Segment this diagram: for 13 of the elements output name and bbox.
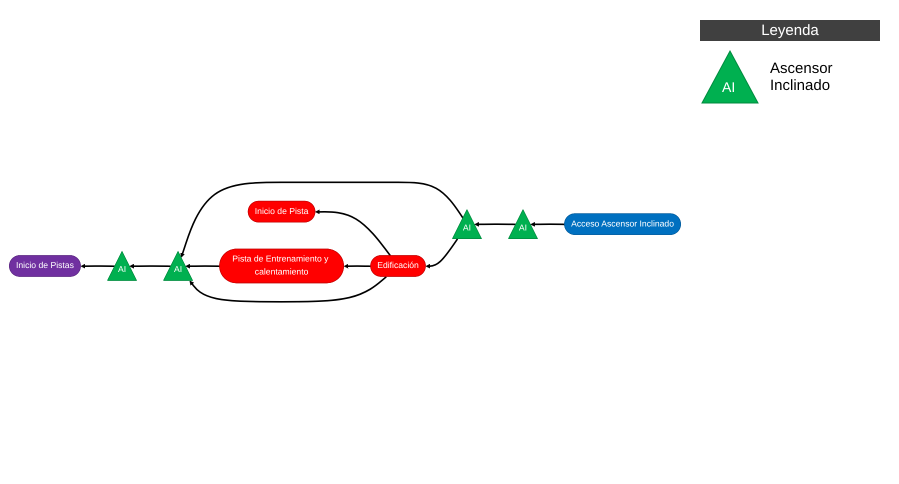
arrow	[190, 276, 387, 303]
arrow	[474, 222, 516, 227]
legend-title: Leyenda	[700, 20, 880, 41]
legend-text: Ascensor Inclinado	[770, 60, 834, 94]
arrow	[426, 238, 458, 268]
arrow	[530, 222, 565, 227]
arrow	[185, 264, 220, 269]
arrow	[180, 181, 464, 258]
legend-symbol-label: AI	[722, 79, 736, 95]
arrow	[80, 264, 116, 268]
arrow	[129, 264, 172, 269]
arrow	[315, 209, 392, 256]
arrow	[344, 264, 371, 268]
